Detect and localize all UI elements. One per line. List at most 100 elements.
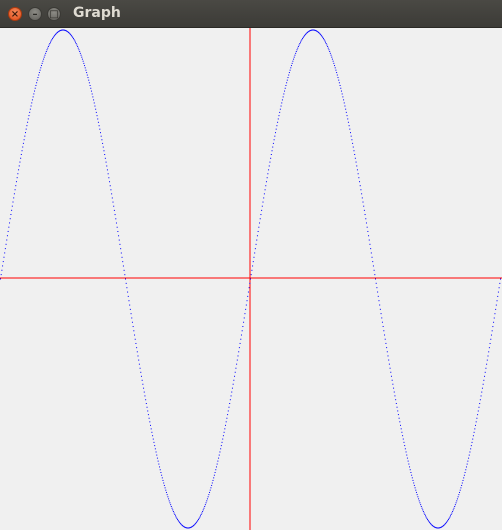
curve-point <box>169 502 171 504</box>
curve-point <box>273 139 275 141</box>
curve-point <box>472 438 474 440</box>
curve-point <box>315 30 317 32</box>
curve-point <box>184 526 186 528</box>
curve-point <box>400 424 401 426</box>
curve-point <box>336 72 338 74</box>
curve-point <box>311 29 313 31</box>
curve-point <box>31 99 33 101</box>
curve-point <box>375 278 376 280</box>
curve-point <box>303 35 305 37</box>
curve-point <box>304 34 306 36</box>
curve-point <box>451 512 453 514</box>
curve-point <box>368 235 370 237</box>
curve-point <box>195 522 197 524</box>
curve-point <box>262 201 264 203</box>
curve-point <box>364 214 366 216</box>
curve-point <box>279 108 281 110</box>
curve-point <box>227 410 229 412</box>
curve-point <box>335 69 337 71</box>
curve-point <box>80 54 82 56</box>
curve-point <box>268 169 270 171</box>
curve-point <box>406 454 408 456</box>
curve-point <box>458 494 460 496</box>
maximize-icon[interactable]: □ <box>47 7 61 21</box>
curve-point <box>93 99 95 101</box>
curve-point <box>17 173 19 175</box>
curve-point <box>102 142 104 144</box>
curve-point <box>170 504 172 506</box>
curve-point <box>385 342 387 344</box>
curve-point <box>392 383 394 385</box>
close-icon[interactable]: × <box>8 7 22 21</box>
curve-point <box>88 79 90 81</box>
curve-point <box>61 29 63 31</box>
curve-point <box>158 463 160 465</box>
curve-point <box>313 29 315 31</box>
curve-point <box>48 44 50 46</box>
curve-point <box>277 118 279 120</box>
curve-point <box>29 111 31 113</box>
curve-point <box>138 363 140 365</box>
curve-point <box>484 375 486 377</box>
curve-point <box>18 169 20 171</box>
curve-point <box>497 295 499 297</box>
curve-point <box>377 295 379 297</box>
curve-point <box>202 509 204 511</box>
curve-point <box>333 62 335 64</box>
curve-point <box>65 30 67 32</box>
curve-point <box>151 431 153 433</box>
curve-point <box>131 321 133 323</box>
curve-point <box>189 527 191 529</box>
curve-point <box>202 510 204 512</box>
curve-point <box>244 313 246 315</box>
curve-point <box>457 496 459 498</box>
curve-point <box>196 521 198 523</box>
curve-point <box>479 403 481 405</box>
curve-point <box>103 150 105 152</box>
curve-point <box>242 326 244 328</box>
curve-point <box>30 105 32 107</box>
curve-point <box>427 520 429 522</box>
curve-point <box>87 77 89 79</box>
curve-point <box>347 121 349 123</box>
curve-point <box>427 519 429 521</box>
curve-point <box>179 522 181 524</box>
curve-point <box>91 93 93 95</box>
curve-point <box>50 41 51 43</box>
curve-point <box>56 32 58 34</box>
curve-point <box>467 460 469 462</box>
curve-point <box>293 56 295 58</box>
curve-point <box>39 69 41 71</box>
curve-point <box>396 406 398 408</box>
curve-point <box>462 479 464 481</box>
curve-point <box>31 102 33 104</box>
curve-point <box>269 161 271 163</box>
curve-point <box>477 410 479 412</box>
curve-point <box>286 79 288 81</box>
curve-point <box>409 469 411 471</box>
curve-point <box>107 173 109 175</box>
curve-point <box>232 383 234 385</box>
curve-point <box>297 46 299 48</box>
curve-point <box>490 334 492 336</box>
curve-point <box>135 342 137 344</box>
curve-point <box>68 32 70 34</box>
curve-point <box>454 505 456 507</box>
curve-point <box>201 512 203 514</box>
curve-point <box>155 451 157 453</box>
curve-point <box>118 235 120 237</box>
curve-point <box>68 31 70 33</box>
curve-point <box>445 522 447 524</box>
curve-point <box>234 375 236 377</box>
curve-point <box>476 417 478 419</box>
curve-point <box>218 457 220 459</box>
title-bar[interactable]: × – □ Graph <box>0 0 502 28</box>
curve-point <box>359 181 361 183</box>
curve-point <box>177 520 179 522</box>
curve-point <box>105 161 107 163</box>
curve-point <box>332 60 334 62</box>
curve-point <box>340 90 342 92</box>
curve-point <box>280 105 282 107</box>
curve-point <box>34 90 36 92</box>
minimize-icon[interactable]: – <box>28 7 42 21</box>
